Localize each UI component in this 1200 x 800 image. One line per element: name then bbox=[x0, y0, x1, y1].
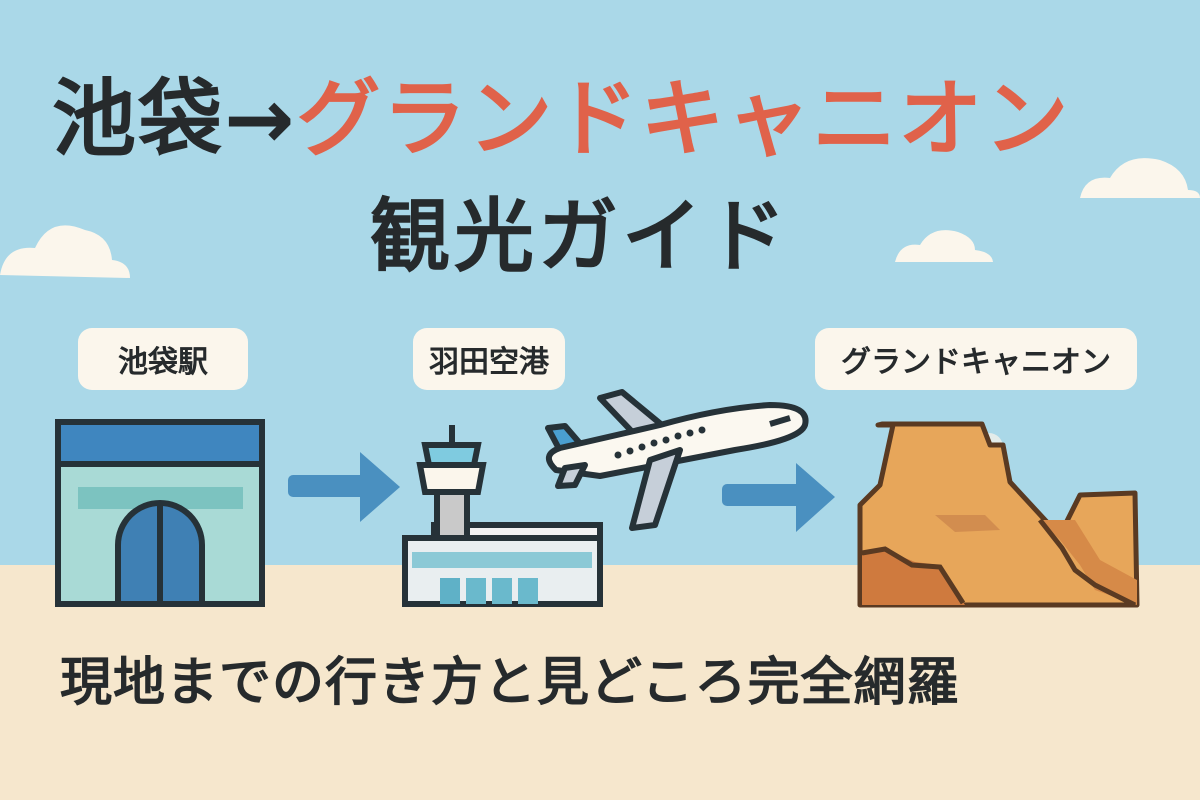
page-title: 池袋→グランドキャニオン bbox=[52, 52, 1070, 173]
step-label-grand-canyon: グランドキャニオン bbox=[815, 328, 1137, 390]
arrow-right-icon bbox=[288, 452, 400, 522]
title-destination: グランドキャニオン bbox=[296, 70, 1071, 168]
tagline: 現地までの行き方と見どころ完全網羅 bbox=[60, 653, 960, 713]
cloud-icon bbox=[1080, 158, 1200, 198]
step-label-ikebukuro-station: 池袋駅 bbox=[78, 328, 248, 390]
arrow-right-icon bbox=[722, 463, 835, 532]
page-subtitle: 観光ガイド bbox=[370, 190, 790, 283]
cloud-icon bbox=[0, 225, 130, 278]
airport-icon bbox=[402, 425, 603, 607]
canyon-icon bbox=[857, 421, 1140, 608]
cloud-icon bbox=[895, 230, 993, 262]
step-label-haneda-airport: 羽田空港 bbox=[413, 328, 565, 390]
airplane-icon bbox=[545, 389, 809, 531]
title-origin: 池袋 bbox=[52, 70, 225, 168]
title-arrow: → bbox=[224, 70, 297, 168]
train-station-icon bbox=[55, 419, 265, 607]
